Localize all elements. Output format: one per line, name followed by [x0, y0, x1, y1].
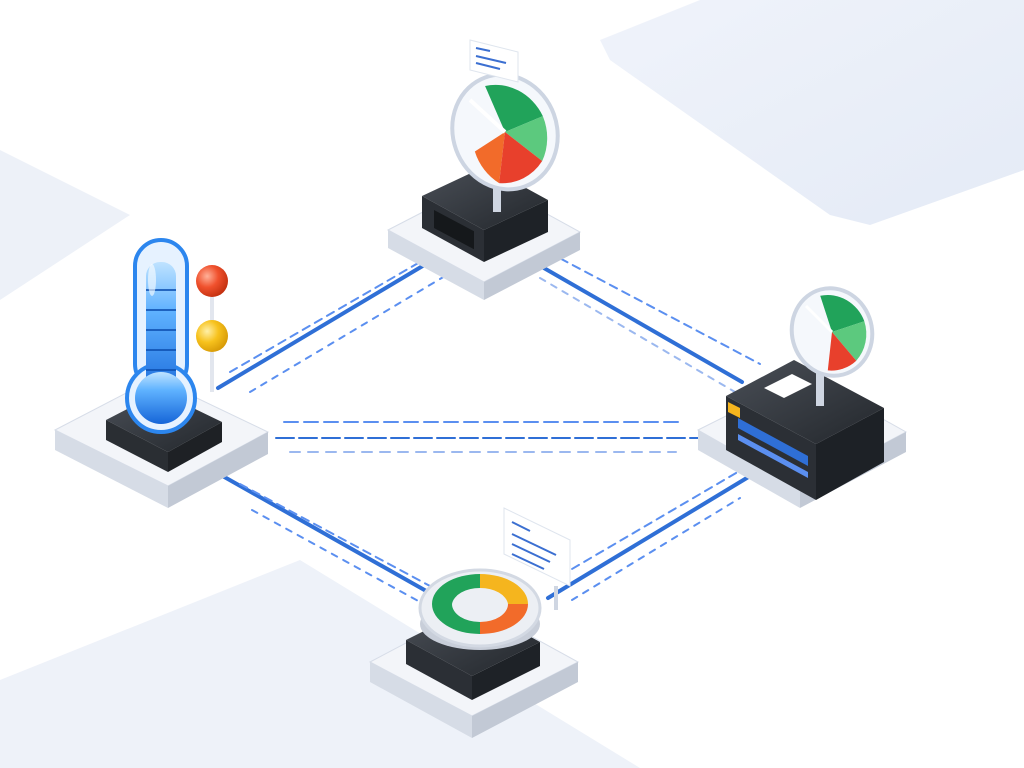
connection-links [210, 251, 762, 603]
rack-server-box [726, 360, 884, 500]
rack-server-node[interactable] [696, 279, 908, 508]
red-status-light-icon [196, 265, 228, 297]
gauge-icon [789, 286, 875, 406]
yellow-status-light-icon [196, 320, 228, 352]
log-card-icon [469, 39, 519, 83]
server-box [422, 166, 548, 262]
gauge-server-node[interactable] [386, 39, 582, 300]
link-thermo-to-gauge-server [216, 256, 438, 390]
link-gauge-server-to-rack-server [528, 258, 744, 384]
link-ring-gauge-to-rack-server [546, 468, 762, 600]
link-thermo-to-ring-gauge [210, 468, 430, 594]
ring-gauge-icon [418, 568, 542, 650]
status-lights [196, 265, 228, 392]
gauge-icon [450, 72, 560, 212]
temperature-sensor-node[interactable] [53, 238, 270, 508]
thermometer-icon [125, 238, 197, 434]
log-card-icon [503, 507, 571, 610]
ring-gauge-device-node[interactable] [368, 507, 580, 738]
